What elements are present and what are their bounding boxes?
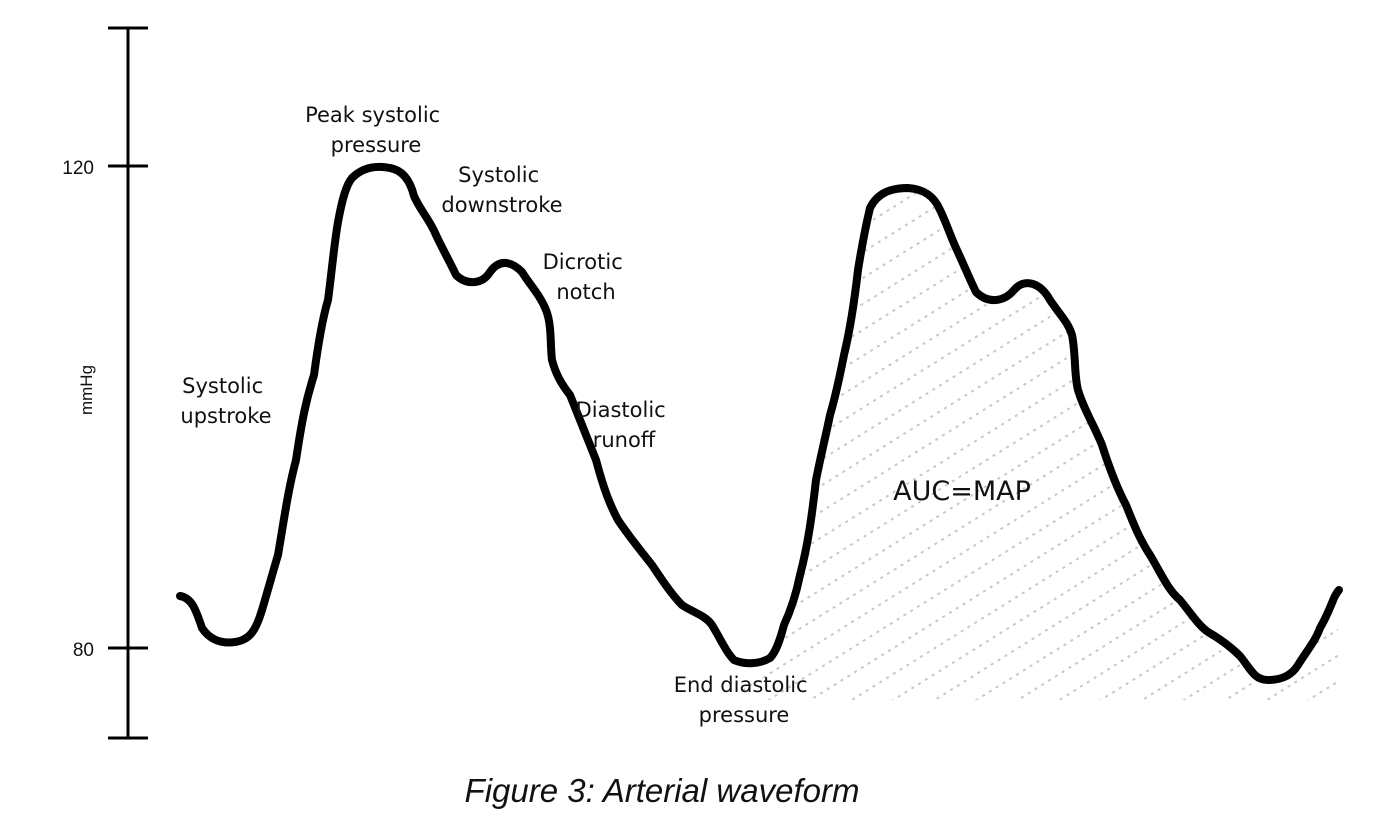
figure-caption: Figure 3: Arterial waveform bbox=[465, 772, 860, 809]
annotation-systolic-downstroke: Systolic downstroke bbox=[441, 163, 562, 217]
auc-map-label: AUC=MAP bbox=[893, 476, 1031, 507]
annotation-peak-systolic-pressure: Peak systolic pressure bbox=[305, 103, 447, 157]
annotation-systolic-upstroke: Systolic upstroke bbox=[180, 374, 271, 428]
y-axis-label: mmHg bbox=[77, 365, 96, 415]
auc-hatched-area bbox=[742, 187, 1338, 700]
y-tick-label-120: 120 bbox=[62, 158, 94, 179]
annotation-diastolic-runoff: Diastolic runoff bbox=[576, 398, 673, 452]
y-axis: 120 80 mmHg bbox=[62, 26, 148, 740]
annotation-end-diastolic-pressure: End diastolic pressure bbox=[674, 673, 815, 727]
y-tick-label-80: 80 bbox=[73, 640, 94, 661]
annotation-dicrotic-notch: Dicrotic notch bbox=[543, 250, 630, 304]
waveform-line bbox=[176, 162, 1343, 684]
